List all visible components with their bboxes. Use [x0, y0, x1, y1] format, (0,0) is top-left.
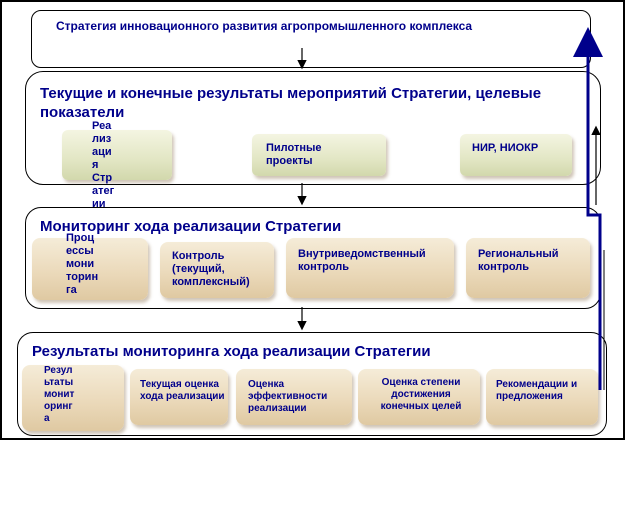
control-box: Контроль (текущий, комплексный)	[160, 242, 274, 298]
pilot-projects-label: Пилотные проекты	[266, 142, 322, 167]
recommendations-label: Рекомендации и предложения	[496, 379, 578, 402]
arrow-feedback-loop	[573, 27, 603, 390]
diagram-frame: Стратегия инновационного развития агропр…	[0, 0, 625, 440]
regional-control-label: Региональный контроль	[478, 248, 559, 273]
results-panel: Текущие и конечные результаты мероприяти…	[25, 71, 601, 210]
departmental-control-label: Внутриведомственный контроль	[298, 248, 426, 273]
monitoring-results-label: Резул ьтаты монит оринг а	[44, 365, 75, 424]
monitoring-panel: Мониторинг хода реализации Стратегии Про…	[25, 207, 601, 309]
recommendations-box: Рекомендации и предложения	[486, 369, 598, 425]
departmental-control-box: Внутриведомственный контроль	[286, 238, 454, 298]
goals-assessment-label: Оценка степени достижения конечных целей	[380, 377, 462, 412]
current-assessment-box: Текущая оценка хода реализации	[130, 369, 228, 425]
strategy-title: Стратегия инновационного развития агропр…	[56, 19, 473, 33]
results-heading: Текущие и конечные результаты мероприяти…	[40, 85, 542, 121]
efficiency-assessment-box: Оценка эффективности реализации	[236, 369, 352, 425]
research-label: НИР, НИОКР	[472, 142, 539, 154]
strategy-implementation-box: Реа лиз аци я Стр атег ии	[62, 120, 172, 210]
monitoring-processes-box: Проц ессы мони торин га	[32, 232, 148, 300]
goals-assessment-box: Оценка степени достижения конечных целей	[358, 369, 480, 425]
monitoring-results-panel: Результаты мониторинга хода реализации С…	[17, 332, 607, 436]
monitoring-results-box: Резул ьтаты монит оринг а	[22, 365, 124, 431]
strategy-implementation-label: Реа лиз аци я Стр атег ии	[92, 120, 115, 210]
strategy-panel: Стратегия инновационного развития агропр…	[31, 10, 591, 68]
current-assessment-label: Текущая оценка хода реализации	[140, 379, 225, 402]
control-label: Контроль (текущий, комплексный)	[172, 250, 250, 288]
research-box: НИР, НИОКР	[460, 134, 572, 176]
efficiency-assessment-label: Оценка эффективности реализации	[248, 379, 328, 414]
monitoring-heading: Мониторинг хода реализации Стратегии	[40, 218, 342, 235]
pilot-projects-box: Пилотные проекты	[252, 134, 386, 176]
regional-control-box: Региональный контроль	[466, 238, 590, 298]
monitoring-results-heading: Результаты мониторинга хода реализации С…	[32, 343, 431, 360]
monitoring-processes-label: Проц ессы мони торин га	[66, 232, 99, 296]
